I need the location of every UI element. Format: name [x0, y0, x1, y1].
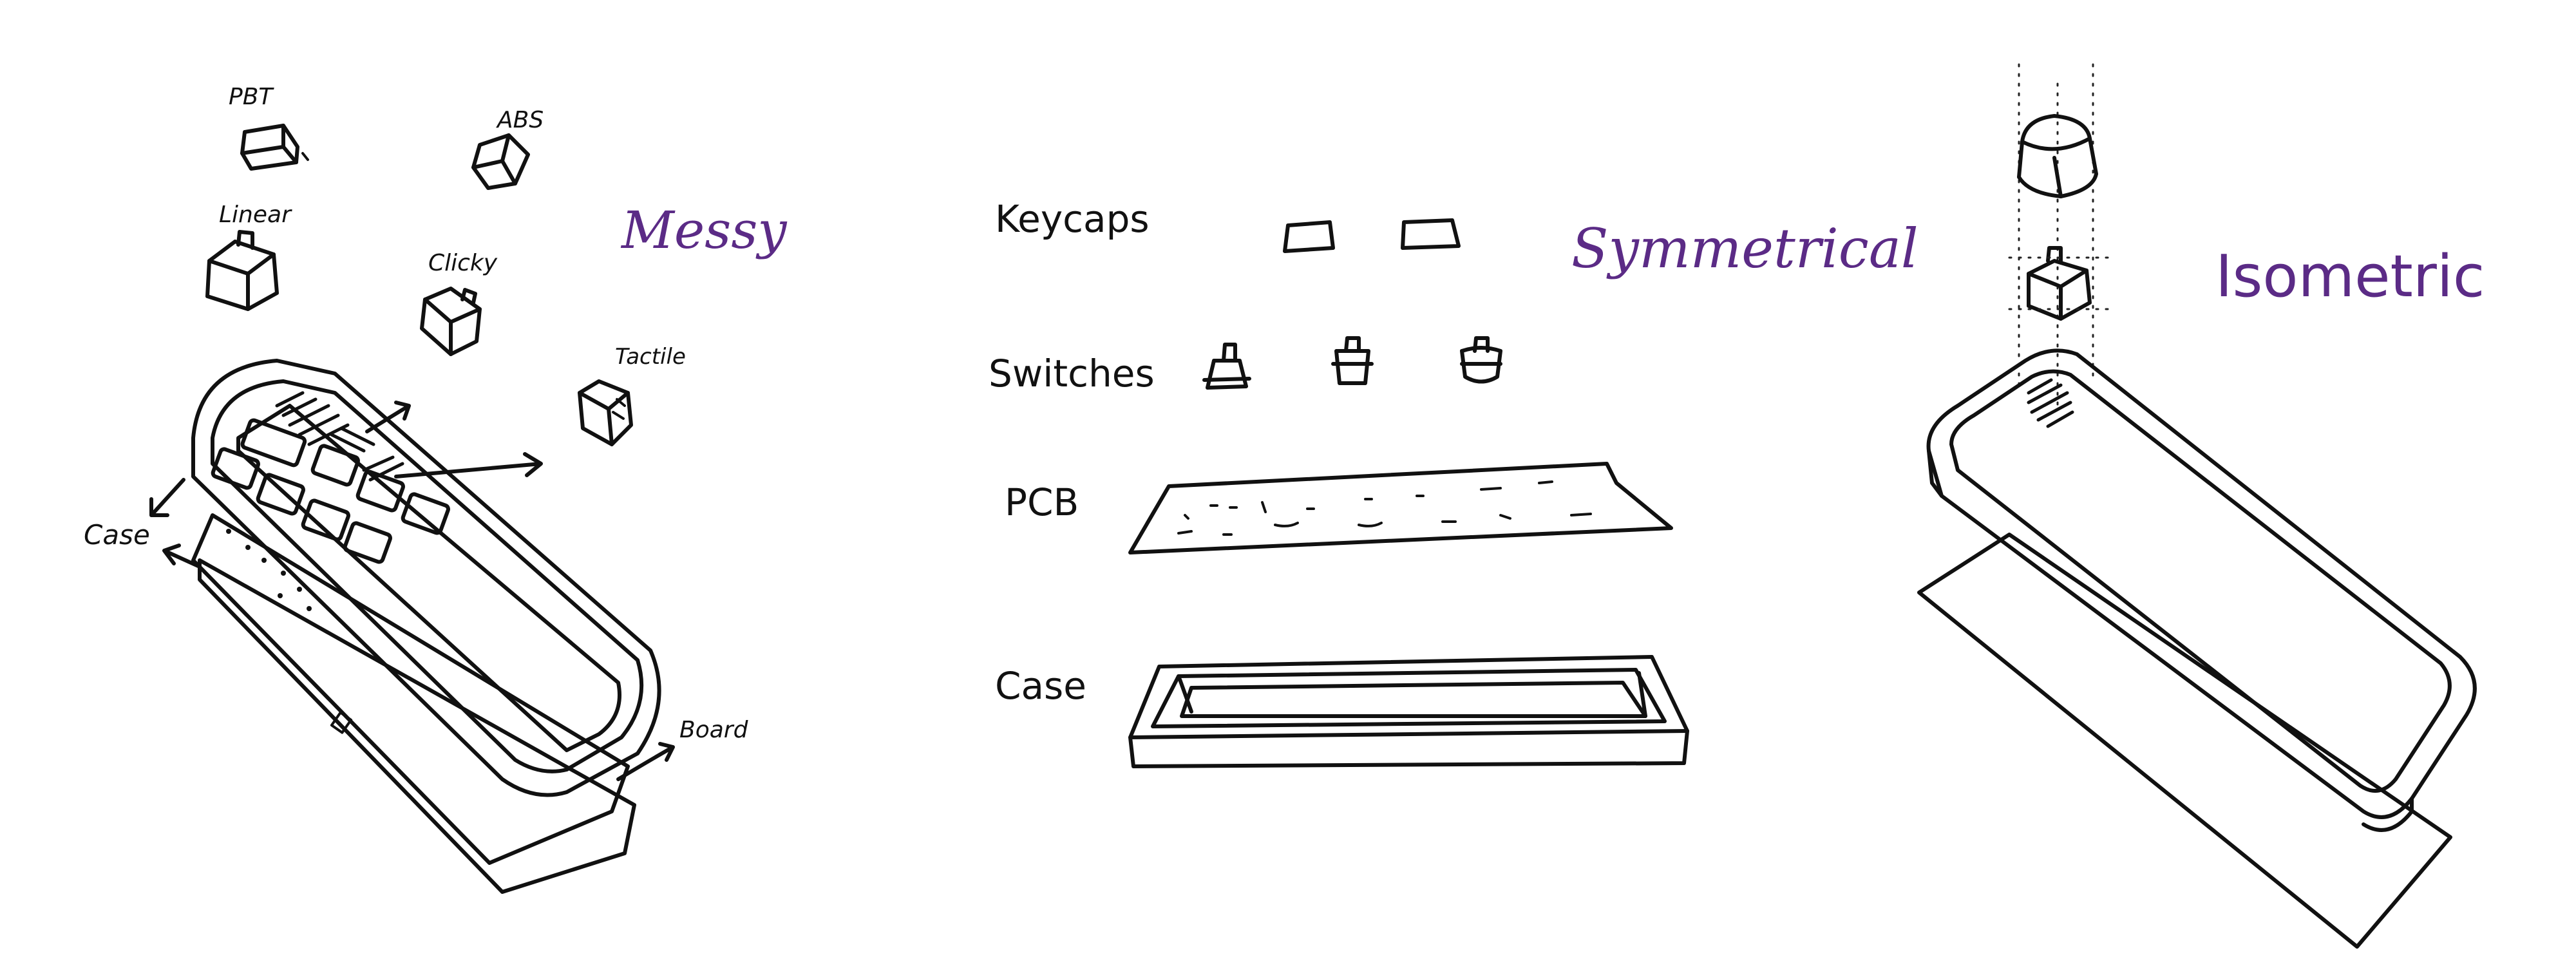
pbt-label: PBT	[229, 84, 274, 110]
case-sketch-symmetrical	[1128, 655, 1689, 768]
messy-board-sketch	[149, 359, 675, 894]
case-label-symmetrical: Case	[995, 664, 1086, 708]
tactile-switch-sketch	[578, 379, 633, 446]
abs-keycap-sketch	[471, 133, 530, 190]
linear-label: Linear	[219, 202, 292, 228]
switch-profile-3	[1460, 336, 1502, 384]
switches-label: Switches	[989, 352, 1155, 395]
symmetrical-title: Symmetrical	[1571, 217, 1918, 280]
pcb-sketch	[1128, 462, 1673, 554]
pbt-keycap-sketch	[240, 124, 309, 171]
iso-case-sketch	[1926, 348, 2477, 832]
isometric-title: Isometric	[2215, 243, 2485, 310]
messy-section: PBT ABS Linear Clicky	[84, 84, 788, 894]
iso-switch-sketch	[2008, 246, 2114, 321]
abs-label: ABS	[496, 107, 544, 133]
board-label: Board	[679, 717, 749, 743]
iso-keycap-sketch	[2017, 114, 2098, 198]
symmetrical-section: Keycaps Switches PCB Case Symmetrical	[989, 197, 1918, 768]
clicky-switch-sketch	[420, 287, 482, 356]
keycap-profile-2	[1401, 218, 1461, 250]
pcb-label: PCB	[1005, 480, 1079, 524]
case-label-messy: Case	[84, 519, 150, 551]
switch-profile-2	[1331, 336, 1374, 385]
messy-title: Messy	[620, 200, 788, 260]
isometric-section: Isometric	[1917, 63, 2485, 949]
clicky-label: Clicky	[428, 250, 498, 276]
linear-switch-sketch	[205, 230, 279, 311]
switch-profile-1	[1202, 343, 1251, 390]
keycaps-label: Keycaps	[995, 197, 1150, 241]
hatched-switches	[275, 391, 404, 482]
tactile-label: Tactile	[615, 344, 686, 370]
keycap-profile-1	[1283, 220, 1335, 253]
iso-plate-sketch	[1917, 533, 2452, 949]
